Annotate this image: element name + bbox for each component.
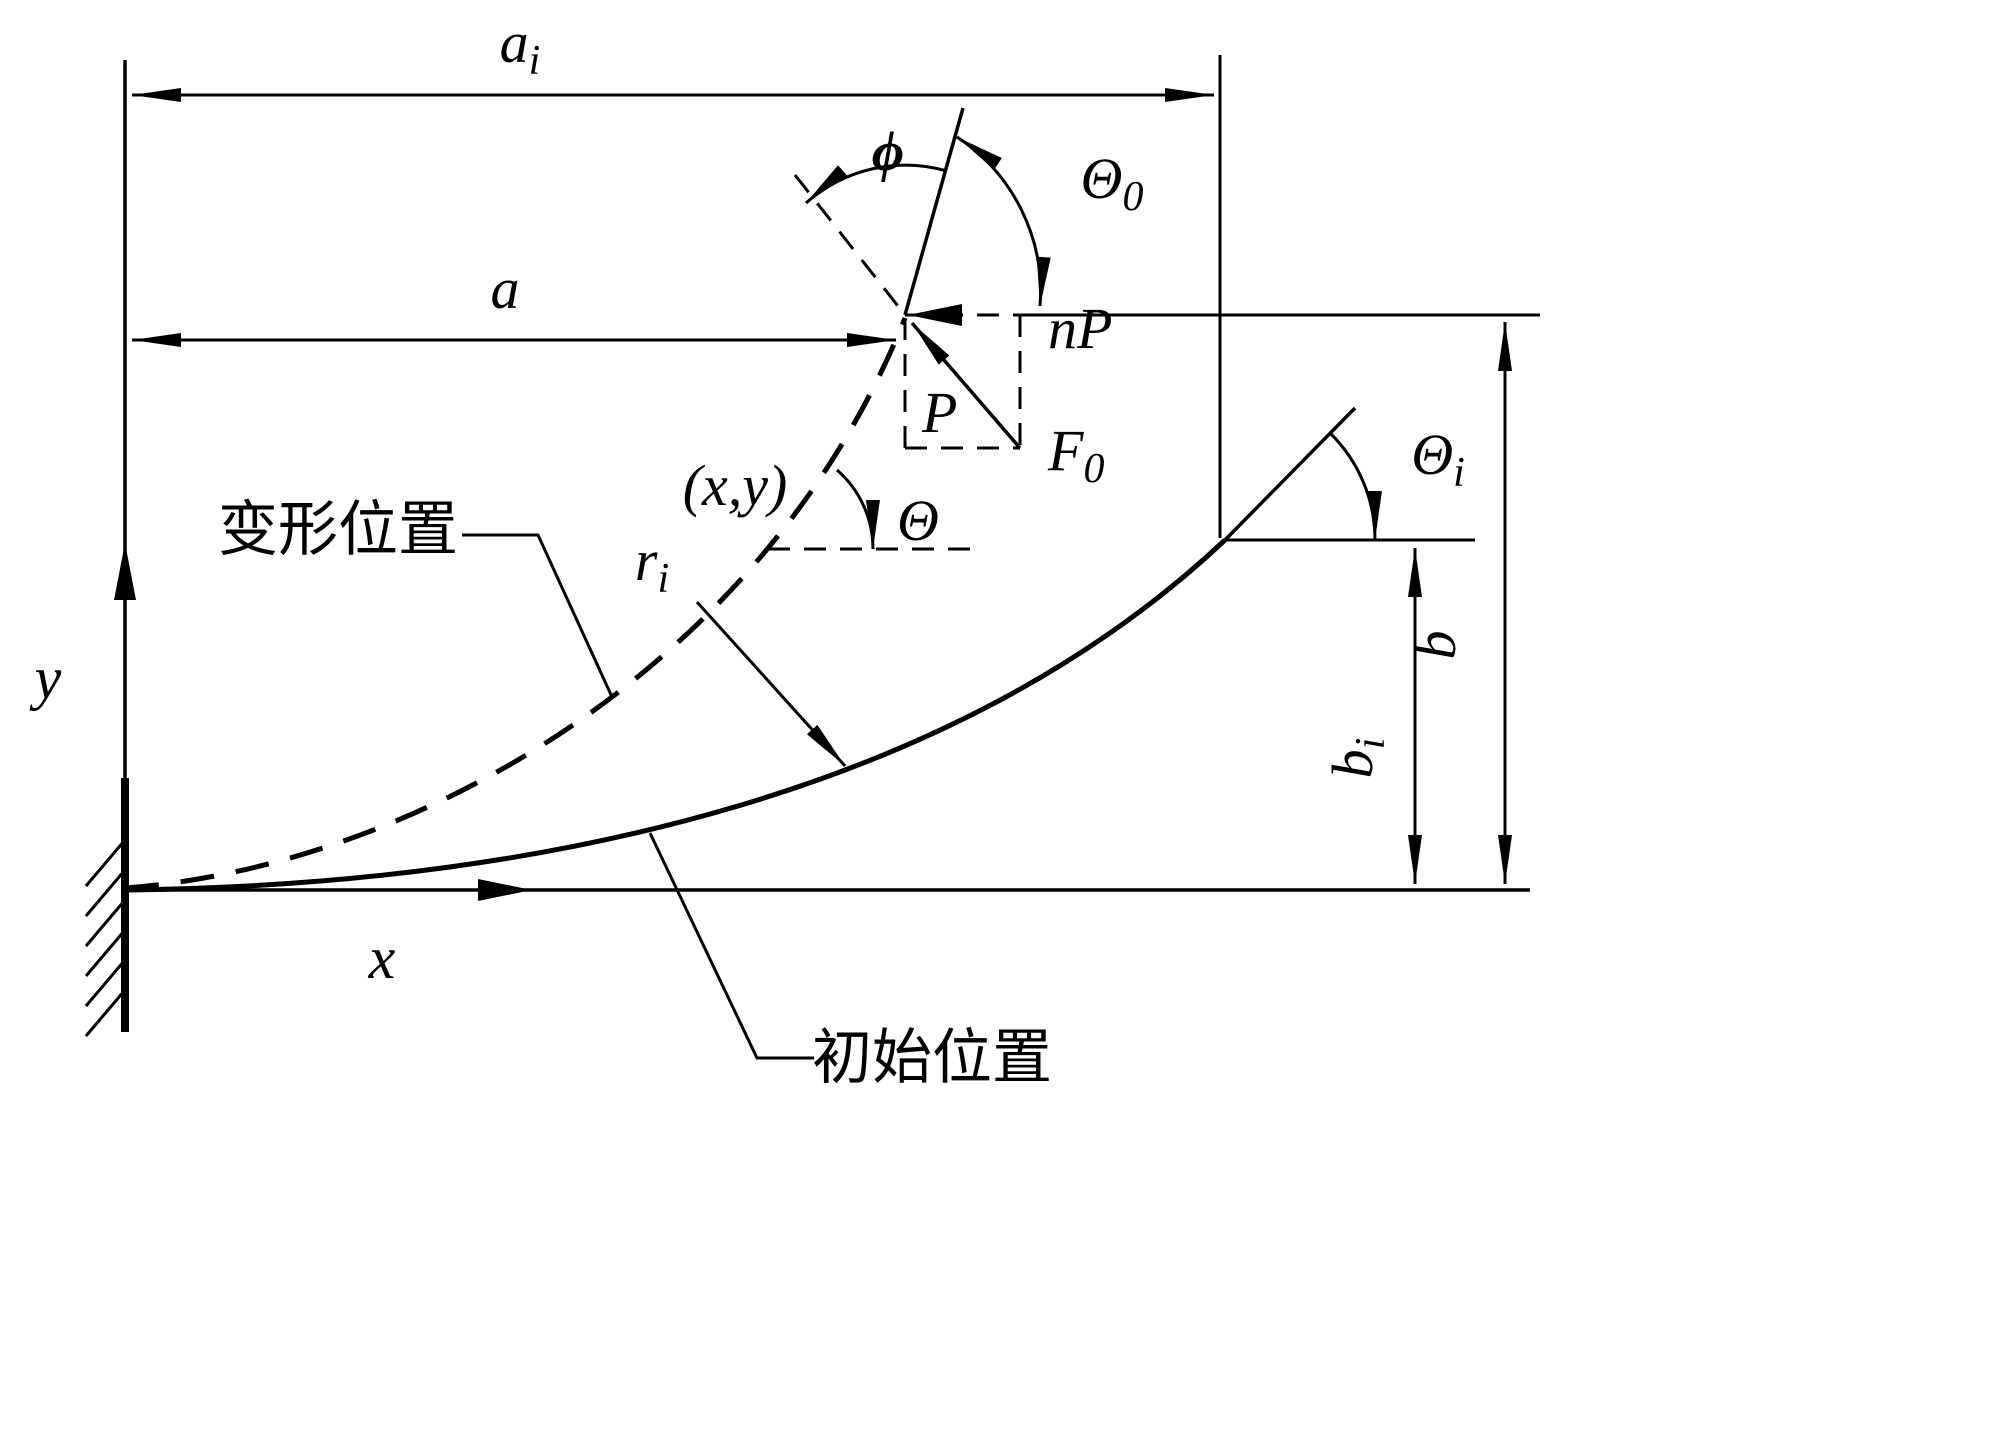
ai-sub: i [529, 38, 541, 84]
theta-angle-label: Θ [897, 488, 939, 553]
thetai-sub: i [1453, 450, 1465, 496]
f0-sub: 0 [1083, 446, 1104, 492]
ri-sub: i [657, 556, 669, 602]
theta-angle-arc [836, 468, 880, 550]
theta0-base: Θ [1081, 146, 1123, 211]
p-force-label: P [921, 380, 957, 445]
deformed-callout-leader [462, 533, 614, 698]
b-dimension-label: b [1403, 631, 1468, 660]
y-axis-label: y [29, 645, 62, 711]
f0-force-label: F0 [1047, 418, 1104, 492]
x-axis-label: x [368, 925, 396, 991]
initial-position-callout: 初始位置 [812, 1025, 1052, 1091]
deformed-position-curve [124, 317, 908, 891]
xy-point-label: (x,y) [683, 453, 788, 518]
wall-hatching [84, 839, 127, 1037]
thetai-angle-arc [1328, 431, 1382, 541]
initial-position-curve [124, 538, 1227, 893]
bi-dimension-label: bi [1320, 738, 1394, 779]
a-dimension-label: a [491, 256, 520, 321]
f0-force-arrow [910, 321, 1022, 450]
initial-callout-leader [648, 832, 814, 1060]
y-axis-arrowhead-icon [114, 543, 136, 600]
bi-sub: i [1348, 738, 1394, 750]
ai-dimension-label: ai [500, 10, 541, 84]
theta0-angle-arc [956, 135, 1051, 307]
np-force-label: nP [1048, 296, 1112, 361]
deformed-tip-tangent-line [903, 107, 965, 316]
deformed-position-callout: 变形位置 [218, 497, 458, 563]
x-axis-arrowhead-icon [478, 879, 532, 901]
ri-label: ri [635, 528, 669, 602]
ri-base: r [635, 528, 658, 593]
theta0-sub: 0 [1122, 174, 1143, 220]
ri-leader-arrow [695, 600, 847, 768]
thetai-base: Θ [1411, 422, 1453, 487]
ai-base: a [500, 10, 529, 75]
np-arrowhead-icon [908, 304, 962, 326]
theta0-angle-label: Θ0 [1081, 146, 1144, 220]
thetai-angle-label: Θi [1411, 422, 1465, 496]
bi-base: b [1320, 749, 1385, 778]
force-extension-dashed-line [793, 174, 907, 316]
phi-angle-arc [805, 163, 948, 205]
phi-angle-label: ϕ [872, 121, 904, 183]
initial-tip-tangent-line [1223, 406, 1357, 542]
f0-base: F [1047, 418, 1084, 483]
